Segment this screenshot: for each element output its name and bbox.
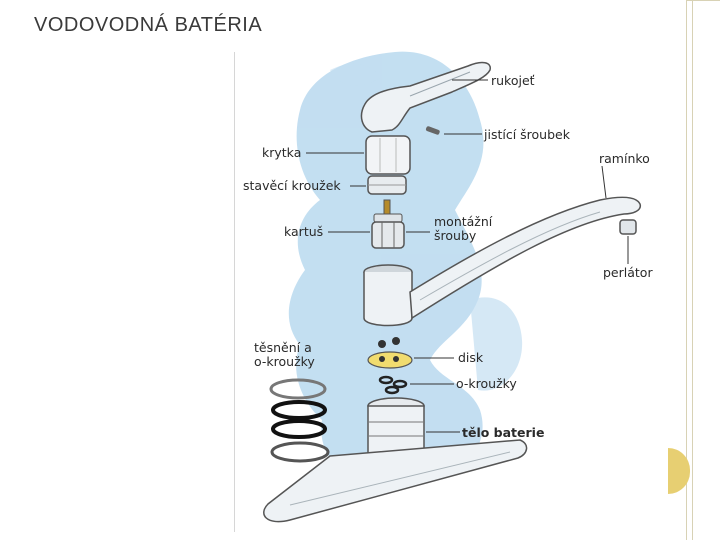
label-cap: krytka <box>262 145 301 160</box>
set-screw <box>425 126 440 135</box>
label-seals: o-kroužky <box>254 354 315 369</box>
label-disc: disk <box>458 350 484 365</box>
label-cartridge: kartuš <box>284 224 323 239</box>
aerator <box>619 219 637 235</box>
label-aerator: perlátor <box>603 265 653 280</box>
label-spout: ramínko <box>599 151 650 166</box>
adjusting-ring <box>367 175 407 195</box>
frame-line <box>686 0 720 1</box>
label-handle: rukojeť <box>491 73 535 88</box>
label-seals: těsnění a <box>254 340 312 355</box>
frame-line <box>686 0 687 540</box>
cartridge <box>371 199 405 249</box>
base-plate <box>263 439 528 523</box>
label-o-rings: o-kroužky <box>456 376 517 391</box>
label-set-screw: jistící šroubek <box>483 127 571 142</box>
leader-lines <box>306 79 629 433</box>
spout-body <box>363 196 642 327</box>
label-mounting-screws: šrouby <box>434 228 477 243</box>
slide-tab-decoration <box>668 448 690 494</box>
label-adjusting-ring: stavěcí kroužek <box>243 178 341 193</box>
label-mounting-screws: montážní <box>434 214 493 229</box>
seals-o-rings <box>269 378 330 463</box>
disc-assembly <box>367 337 413 395</box>
label-body: tělo baterie <box>462 425 544 440</box>
cap <box>365 135 411 175</box>
slide-title: VODOVODNÁ BATÉRIA <box>34 14 263 36</box>
illustration-edge <box>234 52 235 532</box>
frame-line <box>692 0 693 540</box>
